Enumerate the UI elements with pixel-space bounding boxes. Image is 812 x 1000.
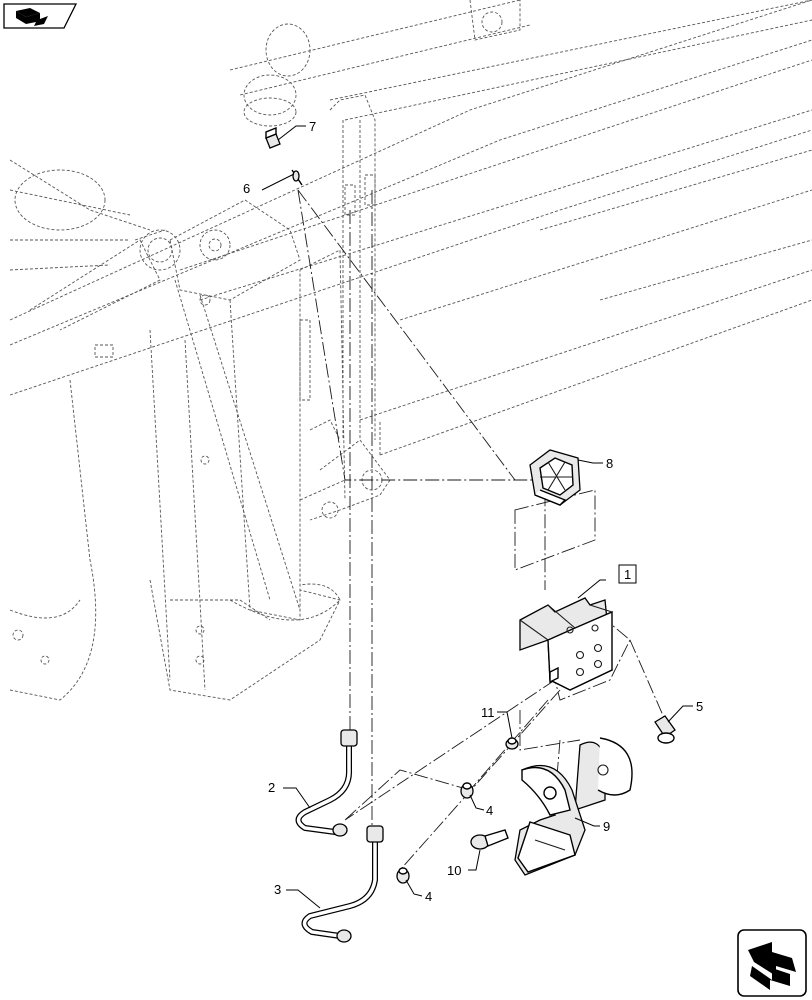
- part-5-bolt[interactable]: [654, 715, 676, 744]
- callout-labels: 7 6 8 1 5 11 4 9 2 10 3 4: [243, 119, 703, 904]
- callout-4-lower: 4: [425, 889, 432, 904]
- callout-9: 9: [603, 819, 610, 834]
- assembly-view-icon[interactable]: [3, 3, 78, 29]
- callout-6: 6: [243, 181, 250, 196]
- part-7-fitting[interactable]: [265, 126, 281, 149]
- part-4-fitting-upper[interactable]: [460, 782, 474, 799]
- callout-5: 5: [696, 699, 703, 714]
- callout-11: 11: [481, 705, 495, 720]
- part-2-hydraulic-tube[interactable]: [295, 729, 358, 837]
- callout-1: 1: [624, 567, 631, 582]
- part-8-cover[interactable]: [529, 449, 581, 506]
- callout-2: 2: [268, 780, 275, 795]
- next-view-arrow-icon[interactable]: [737, 929, 807, 997]
- callout-8: 8: [606, 456, 613, 471]
- part-10-pin[interactable]: [470, 829, 509, 850]
- header-frame-background: [9, 0, 812, 701]
- callout-3: 3: [274, 882, 281, 897]
- part-9-swivel[interactable]: [514, 737, 633, 876]
- callout-4-upper: 4: [486, 803, 493, 818]
- part-6-pin[interactable]: [291, 169, 303, 186]
- callout-10: 10: [447, 863, 461, 878]
- part-11-nut[interactable]: [505, 737, 519, 750]
- callout-7: 7: [309, 119, 316, 134]
- part-3-hydraulic-tube[interactable]: [301, 825, 384, 943]
- callout-1-box: [618, 564, 637, 584]
- part-1-bracket[interactable]: [519, 597, 613, 691]
- callout-leaders: [261, 125, 693, 909]
- part-4-fitting-lower[interactable]: [396, 867, 410, 884]
